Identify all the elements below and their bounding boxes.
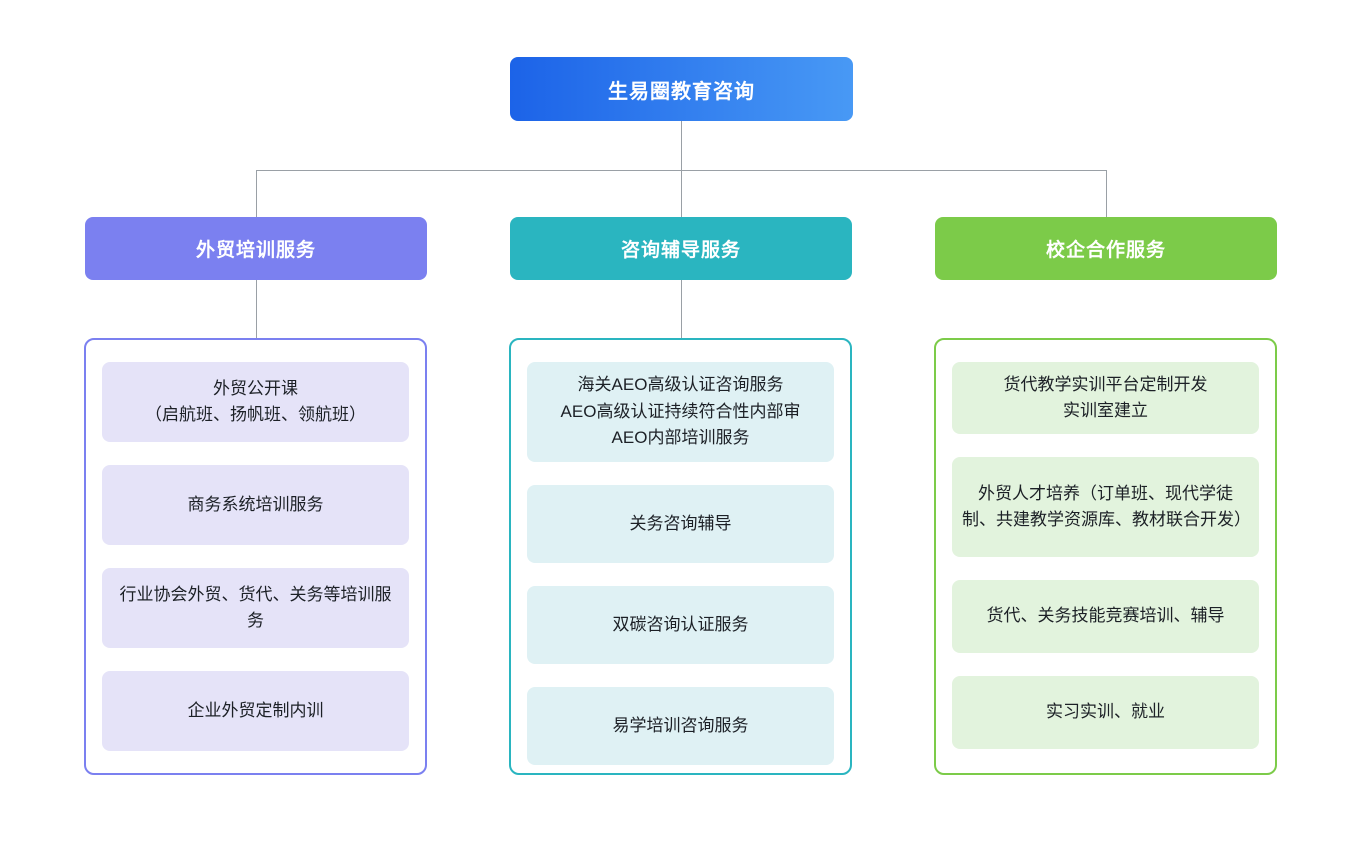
leaf-item: 货代、关务技能竞赛培训、辅导 bbox=[952, 580, 1259, 653]
connector-root-down bbox=[681, 121, 682, 170]
branch-header-consulting-coaching: 咨询辅导服务 bbox=[510, 217, 852, 280]
connector-drop-branch-3 bbox=[1106, 170, 1107, 217]
leaf-item: 海关AEO高级认证咨询服务 AEO高级认证持续符合性内部审 AEO内部培训服务 bbox=[527, 362, 834, 462]
root-node: 生易圈教育咨询 bbox=[510, 57, 853, 121]
connector-branch-2-to-box bbox=[681, 280, 682, 338]
leaf-item: 实习实训、就业 bbox=[952, 676, 1259, 749]
branch-header-foreign-trade-training: 外贸培训服务 bbox=[85, 217, 427, 280]
branch-box-foreign-trade-training: 外贸公开课 （启航班、扬帆班、领航班） 商务系统培训服务 行业协会外贸、货代、关… bbox=[84, 338, 427, 775]
leaf-item: 商务系统培训服务 bbox=[102, 465, 409, 545]
leaf-item: 易学培训咨询服务 bbox=[527, 687, 834, 765]
leaf-item: 双碳咨询认证服务 bbox=[527, 586, 834, 664]
branch-box-school-enterprise-cooperation: 货代教学实训平台定制开发 实训室建立 外贸人才培养（订单班、现代学徒制、共建教学… bbox=[934, 338, 1277, 775]
connector-branch-1-to-box bbox=[256, 280, 257, 338]
leaf-item: 企业外贸定制内训 bbox=[102, 671, 409, 751]
leaf-item: 外贸人才培养（订单班、现代学徒制、共建教学资源库、教材联合开发） bbox=[952, 457, 1259, 557]
connector-drop-branch-1 bbox=[256, 170, 257, 217]
leaf-item: 货代教学实训平台定制开发 实训室建立 bbox=[952, 362, 1259, 434]
leaf-item: 关务咨询辅导 bbox=[527, 485, 834, 563]
leaf-item: 外贸公开课 （启航班、扬帆班、领航班） bbox=[102, 362, 409, 442]
connector-drop-branch-2 bbox=[681, 170, 682, 217]
leaf-item: 行业协会外贸、货代、关务等培训服务 bbox=[102, 568, 409, 648]
branch-header-school-enterprise-cooperation: 校企合作服务 bbox=[935, 217, 1277, 280]
branch-box-consulting-coaching: 海关AEO高级认证咨询服务 AEO高级认证持续符合性内部审 AEO内部培训服务 … bbox=[509, 338, 852, 775]
